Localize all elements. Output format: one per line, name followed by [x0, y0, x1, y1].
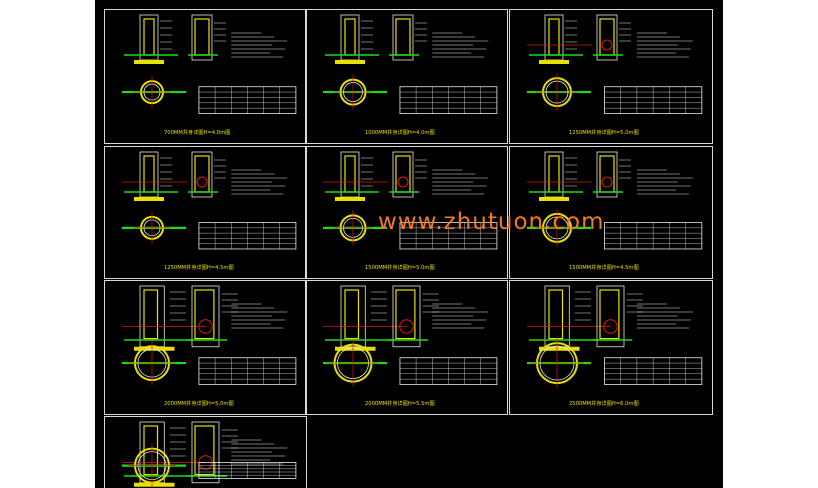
drawing-sheet-3[interactable]: 1250MM井身详图H=5.0m图 [509, 9, 713, 144]
drawing-sheet-2[interactable]: 1000MM井身详图H=4.0m图 [305, 9, 508, 144]
sheet-caption: 2500MM井身详图H=6.0m图 [569, 399, 639, 407]
drawing-sheet-10[interactable] [104, 416, 307, 488]
sheet-caption: 1000MM井身详图H=4.0m图 [365, 128, 435, 136]
sheet-caption: 1250MM井身详图H=4.5m图 [164, 263, 234, 271]
drawing-sheet-8[interactable]: 2000MM井身详图H=5.5m图 [305, 280, 508, 415]
drawing-sheet-7[interactable]: 2000MM井身详图H=5.0m图 [104, 280, 307, 415]
sheet-caption: 700MM井身详图H=4.0m图 [164, 128, 230, 136]
watermark-text: www.zhutuon.com [378, 209, 605, 235]
sheet-caption: 1250MM井身详图H=5.0m图 [569, 128, 639, 136]
cad-drawing: 700MM井身详图H=4.0m图 1000MM井身详图H=4.0m图 1250MM井… [104, 9, 713, 488]
drawing-sheet-1[interactable]: 700MM井身详图H=4.0m图 [104, 9, 307, 144]
sheet-caption: 1500MM井身详图H=5.0m图 [365, 263, 435, 271]
sheet-caption: 2000MM井身详图H=5.0m图 [164, 399, 234, 407]
drawing-sheet-9[interactable]: 2500MM井身详图H=6.0m图 [509, 280, 713, 415]
drawing-sheet-5[interactable]: 1500MM井身详图H=5.0m图 [305, 146, 508, 279]
drawing-sheet-4[interactable]: 1250MM井身详图H=4.5m图 [104, 146, 307, 279]
sheet-caption: 2000MM井身详图H=5.5m图 [365, 399, 435, 407]
sheet-caption: 1500MM井身详图H=4.5m图 [569, 263, 639, 271]
drawing-canvas[interactable]: 700MM井身详图H=4.0m图 1000MM井身详图H=4.0m图 1250MM井… [95, 0, 723, 488]
drawing-sheet-6[interactable]: 1500MM井身详图H=4.5m图 [509, 146, 713, 279]
